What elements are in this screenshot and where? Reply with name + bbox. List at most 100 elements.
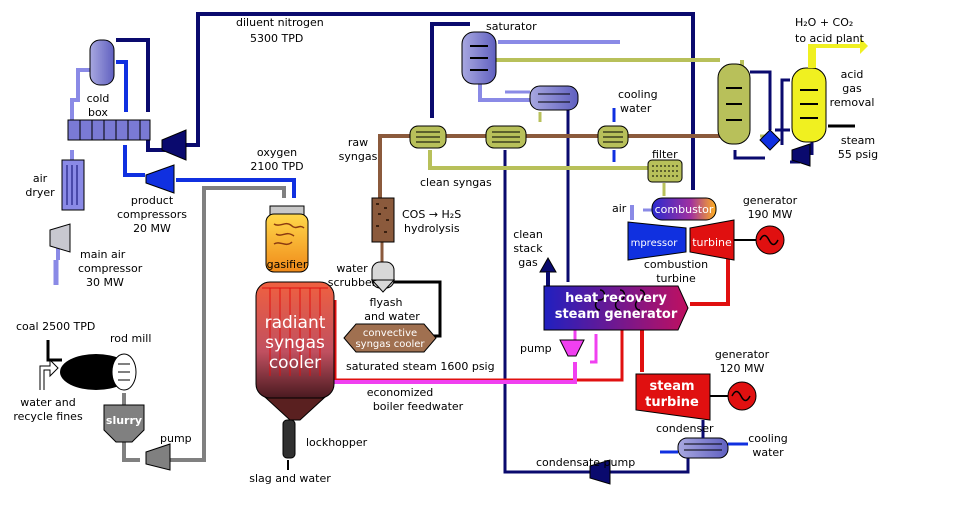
air-exchanger-lines: [538, 93, 570, 103]
label-condenser: condenser: [656, 422, 714, 435]
stack-arrow: [539, 256, 557, 273]
label-generator-190: generator: [743, 194, 798, 207]
label-generator-120-mw: 120 MW: [720, 362, 765, 375]
svg-text:hydrolysis: hydrolysis: [404, 222, 460, 235]
svg-text:compressors: compressors: [117, 208, 187, 221]
svg-text:boiler feedwater: boiler feedwater: [373, 400, 464, 413]
label-gt-compressor: mpressor: [631, 238, 679, 249]
radiant-tubes: [262, 287, 328, 376]
label-raw: raw: [348, 136, 368, 149]
label-filter: filter: [652, 148, 678, 161]
gt-compressor: [627, 221, 687, 261]
trim-cooler-lines: [603, 131, 623, 143]
cold-box-column: [89, 39, 115, 86]
svg-text:turbine: turbine: [645, 395, 699, 410]
svg-text:air: air: [33, 172, 48, 185]
label-air-dryer-2: dryer: [25, 186, 55, 199]
svg-text:recycle fines: recycle fines: [13, 410, 83, 423]
svg-text:20 MW: 20 MW: [133, 222, 171, 235]
label-recycle-fines: recycle fines: [13, 410, 83, 423]
svg-text:2100 TPD: 2100 TPD: [250, 160, 303, 173]
label-convective: convective: [363, 328, 417, 339]
cold-box-nitrogen-line: [116, 38, 150, 112]
label-coal: coal 2500 TPD: [16, 320, 95, 333]
svg-text:diluent nitrogen: diluent nitrogen: [236, 16, 324, 29]
label-cooling-bottom: cooling: [748, 432, 788, 445]
svg-text:oxygen: oxygen: [257, 146, 297, 159]
label-water-bottom: water: [752, 446, 784, 459]
svg-text:gas: gas: [842, 82, 862, 95]
svg-text:clean syngas: clean syngas: [420, 176, 492, 189]
svg-text:coal 2500 TPD: coal 2500 TPD: [16, 320, 95, 333]
raw-syngas-up: [378, 134, 410, 198]
svg-text:steam: steam: [841, 134, 875, 147]
svg-text:raw: raw: [348, 136, 368, 149]
svg-text:heat recovery: heat recovery: [565, 291, 667, 306]
svg-text:cooling: cooling: [618, 88, 658, 101]
rod-mill-rods: [118, 363, 130, 381]
svg-text:economized: economized: [367, 386, 434, 399]
label-clean-syngas: clean syngas: [420, 176, 492, 189]
convective-syngas-cooler: [343, 323, 437, 353]
label-main-air: main air: [80, 248, 126, 261]
label-generator-190-mw: 190 MW: [748, 208, 793, 221]
label-removal: removal: [830, 96, 875, 109]
exchanger-dividers: [79, 120, 141, 140]
label-flyash-water: and water: [364, 310, 420, 323]
condensate-pump: [589, 459, 611, 485]
label-hrsg-1: heat recovery: [565, 291, 667, 306]
svg-text:steam generator: steam generator: [555, 307, 678, 322]
solvent-pump: [791, 143, 811, 167]
slurry-down: [122, 440, 140, 462]
svg-text:box: box: [88, 106, 108, 119]
label-saturated-steam: saturated steam 1600 psig: [346, 360, 495, 373]
svg-text:scrubber: scrubber: [328, 276, 377, 289]
product-compressor: [145, 164, 175, 194]
label-pump-hrsg: pump: [520, 342, 552, 355]
label-steam-psig: 55 psig: [838, 148, 878, 161]
label-cooling-top: cooling: [618, 88, 658, 101]
svg-text:generator: generator: [715, 348, 770, 361]
label-water-scrubber-2: scrubber: [328, 276, 377, 289]
svg-text:cooler: cooler: [269, 353, 321, 373]
label-rod-mill: rod mill: [110, 332, 151, 345]
svg-text:generator: generator: [743, 194, 798, 207]
hrsg-coils: [594, 289, 646, 311]
label-air-gt: air: [612, 202, 627, 215]
label-water-scrubber-1: water: [336, 262, 368, 275]
label-boiler-feedwater: boiler feedwater: [373, 400, 464, 413]
label-main-compressor: compressor: [78, 262, 143, 275]
slurry-tank: [103, 404, 145, 443]
label-product-mw: 20 MW: [133, 222, 171, 235]
svg-text:removal: removal: [830, 96, 875, 109]
svg-text:5300 TPD: 5300 TPD: [250, 32, 303, 45]
feedwater-pump: [559, 339, 585, 357]
label-diluent-nitrogen: diluent nitrogen: [236, 16, 324, 29]
label-combustion: combustion: [644, 258, 708, 271]
svg-text:saturator: saturator: [486, 20, 537, 33]
syngas-exchanger-2-lines: [492, 131, 520, 143]
lockhopper-vessel: [282, 419, 296, 459]
slurry-pump: [145, 443, 171, 471]
heat-exchanger-bank: [67, 119, 151, 141]
svg-text:turbine: turbine: [656, 272, 696, 285]
svg-text:190 MW: 190 MW: [748, 208, 793, 221]
svg-text:product: product: [131, 194, 174, 207]
cold-box-to-product: [123, 145, 145, 177]
label-condensate-pump: condensate pump: [536, 456, 635, 469]
label-generator-120: generator: [715, 348, 770, 361]
label-steam-top: steam: [841, 134, 875, 147]
svg-text:gas: gas: [518, 256, 538, 269]
svg-text:water and: water and: [20, 396, 76, 409]
svg-text:H₂O + CO₂: H₂O + CO₂: [795, 16, 853, 29]
oxygen-line: [176, 178, 296, 198]
svg-text:rod mill: rod mill: [110, 332, 151, 345]
label-flyash: flyash: [370, 296, 403, 309]
generator-120-wave: [731, 390, 751, 402]
label-cos-hydrolysis: COS → H₂S: [402, 208, 461, 221]
label-oxygen-rate: 2100 TPD: [250, 160, 303, 173]
svg-text:air: air: [612, 202, 627, 215]
svg-text:condensate pump: condensate pump: [536, 456, 635, 469]
condenser-lines: [684, 443, 722, 451]
